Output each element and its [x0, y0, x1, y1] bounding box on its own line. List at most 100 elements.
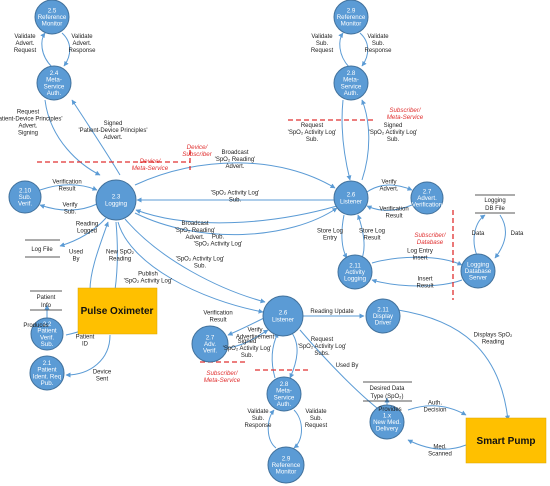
- process-p26b-label: Listener: [272, 316, 294, 323]
- svg-text:Logging: Logging: [484, 198, 505, 204]
- edge-med-scanned: [407, 439, 467, 450]
- edge-label-e37: Reading: [482, 340, 504, 346]
- process-p21-label: 2.1: [43, 360, 52, 367]
- process-p28b-circle: [266, 376, 302, 412]
- external-smart-pump: Smart Pump: [465, 417, 547, 464]
- process-p1x-label: New Med.: [373, 419, 401, 426]
- edge-label-e8: Signed: [384, 123, 403, 129]
- edge-label-e7: Request: [301, 123, 324, 129]
- process-p27b-label: 2.7: [206, 334, 215, 341]
- edge-label-e39: Auth.: [428, 401, 442, 407]
- edge-label-e29: ID: [82, 342, 89, 348]
- edge-label-e6: Advert.: [103, 135, 122, 141]
- edge-label-e35: 'SpO₂ Activity Log': [298, 344, 347, 350]
- process-p27a-label: 2.7: [423, 188, 432, 195]
- process-p27a-circle: [410, 181, 444, 215]
- edge-validate-advert-request: [40, 32, 53, 68]
- process-p29a-circle: [333, 0, 369, 35]
- process-p29b-label: Monitor: [276, 469, 297, 476]
- process-p28a-circle: [333, 65, 369, 101]
- svg-text:Info: Info: [41, 303, 52, 309]
- process-nodes: 2.5ReferenceMonitor2.4Meta-ServiceAuth.2…: [8, 0, 496, 484]
- process-p210-label: 2.10: [19, 187, 32, 194]
- edge-label-e17: Reading: [76, 222, 98, 228]
- process-p23-circle: [95, 179, 137, 221]
- boundary-label-b2: Device/: [187, 144, 209, 151]
- process-p24-label: Service: [44, 83, 65, 90]
- boundary-label-b1: Meta-Service: [132, 165, 169, 172]
- process-p22-label: Verif.: [40, 334, 54, 341]
- process-p29a-label: Monitor: [341, 21, 362, 28]
- edge-label-e5: Signing: [18, 131, 38, 137]
- edge-label-e32: Advertisement: [236, 335, 275, 341]
- process-p28a-label: Service: [341, 83, 362, 90]
- edge-label-e4: Validate: [367, 34, 389, 40]
- external-pulse-oximeter: Pulse Oximeter: [77, 287, 158, 335]
- process-p211a-label: Logging: [344, 276, 367, 283]
- edge-label-e18: Used: [69, 250, 83, 256]
- edge-signed-principles-advert: [71, 99, 121, 176]
- edge-signed-log-sub-lower: [271, 332, 279, 379]
- edge-label-e41: Validate: [247, 409, 269, 415]
- edge-label-e42: Validate: [305, 409, 327, 415]
- boundary-label-b2: Subscriber: [182, 151, 213, 158]
- edge-label-e21: 'SpO₂ Activity Log': [124, 279, 173, 285]
- process-p21-label: Patient: [37, 367, 57, 374]
- edge-label-e22: Entry: [323, 236, 337, 242]
- process-p21-label: Pub.: [41, 380, 54, 387]
- boundary-label-b5: Meta-Service: [204, 377, 241, 384]
- process-p2db-label: Logging: [467, 261, 490, 268]
- process-p25-label: Reference: [38, 14, 67, 21]
- edge-label-e42: Request: [305, 423, 328, 429]
- process-p25-circle: [34, 0, 70, 35]
- process-p211b-label: Display: [373, 313, 394, 320]
- edge-label-e3: Request: [311, 48, 334, 54]
- edge-label-e30: Sent: [96, 377, 109, 383]
- process-p21-circle: [29, 355, 65, 391]
- edge-label-e21: Publish: [138, 272, 158, 278]
- trust-boundaries: [37, 119, 454, 371]
- edge-label-e5: Request: [17, 110, 40, 116]
- edge-label-e30: Device: [93, 370, 112, 376]
- process-p2db-circle: [460, 253, 496, 289]
- edge-label-e10: Sub.: [229, 198, 242, 204]
- edge-pub-activity-log: [134, 207, 338, 236]
- store-log-file-label: Log File: [31, 247, 53, 253]
- edge-label-e17: Logged: [77, 229, 97, 235]
- process-p28b-label: 2.8: [280, 381, 289, 388]
- edge-label-e25: Insert: [417, 277, 432, 283]
- edge-store-log-entry: [341, 214, 348, 259]
- process-p210-label: Sub.: [19, 194, 32, 201]
- boundary-label-b3: Meta-Service: [387, 114, 424, 121]
- edge-request-log-sub: [341, 99, 352, 181]
- edge-validate-sub-response-top: [359, 32, 369, 67]
- edge-publish-activity-log: [117, 221, 264, 314]
- edge-broadcast-reading-advert-mid: [135, 205, 338, 224]
- edge-labels: ValidateAdvert.RequestValidateAdvert.Res…: [0, 34, 524, 458]
- svg-text:Patient: Patient: [37, 295, 56, 301]
- process-p2db-label: Server: [469, 275, 487, 282]
- edge-validate-sub-response-lower: [267, 409, 277, 449]
- process-p29b-label: 2.9: [282, 455, 291, 462]
- edge-label-e31: Result: [209, 318, 226, 324]
- edge-label-e40: Med.: [433, 445, 447, 451]
- edge-label-e16: Result: [385, 214, 402, 220]
- edge-label-e3: Sub.: [316, 41, 329, 47]
- edge-label-e29: Patient: [76, 335, 95, 341]
- edge-broadcast-reading-advert-top: [134, 162, 336, 189]
- edge-label-e23: Result: [363, 236, 380, 242]
- edge-validate-sub-request-top: [338, 32, 350, 68]
- boundary-label-b4: Database: [417, 239, 444, 246]
- svg-text:DB File: DB File: [485, 206, 505, 212]
- process-p27b-label: Verif.: [203, 348, 217, 355]
- process-p24-label: 2.4: [50, 70, 59, 77]
- edge-label-e27: Data: [511, 231, 524, 237]
- edge-label-e6: Signed: [104, 121, 123, 127]
